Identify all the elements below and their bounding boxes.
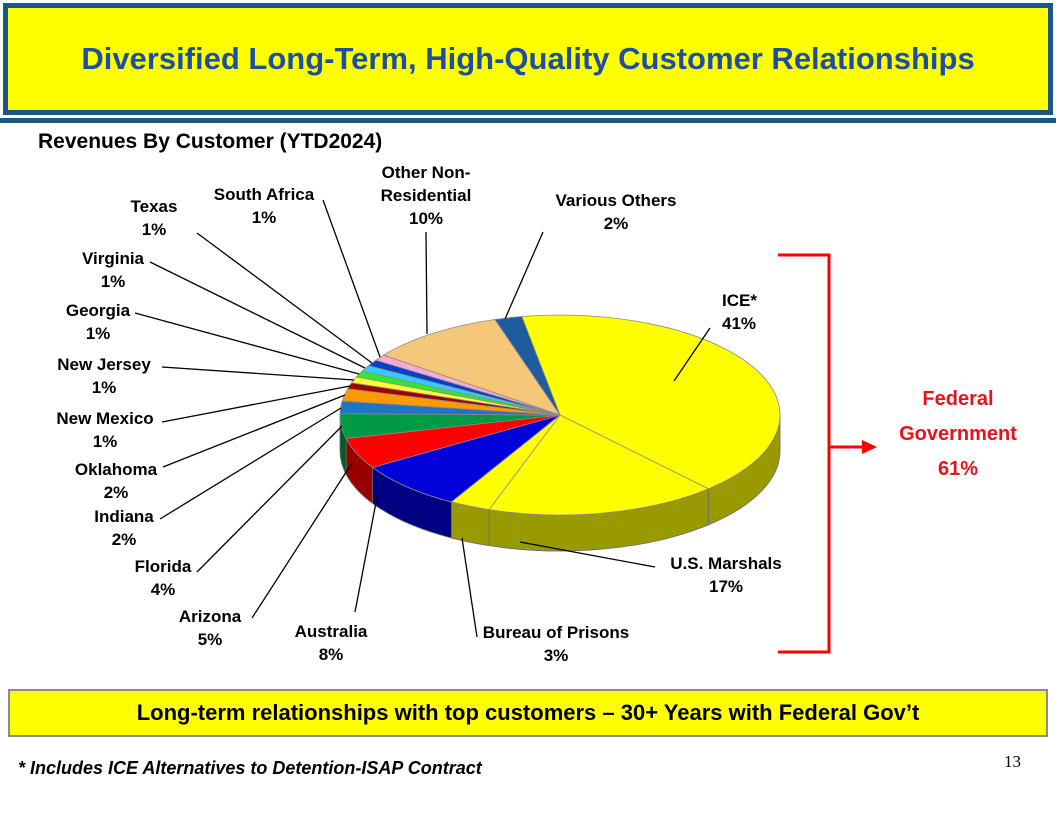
pie-label-ice: ICE* 41% — [722, 289, 757, 335]
pie-label-name: Oklahoma — [74, 460, 158, 479]
pie-label-name: Other Non-Residential — [380, 163, 472, 205]
pie-label-name: Indiana — [94, 507, 154, 526]
pie-label-name: Georgia — [65, 301, 131, 320]
pie-label-pct: 2% — [103, 483, 129, 502]
pie-slice-ice — [521, 314, 781, 490]
leader-line — [161, 385, 351, 423]
leader-line — [519, 541, 656, 568]
pie-label-name: Australia — [294, 622, 368, 641]
leader-line — [134, 312, 360, 375]
pie-label-pct: 2% — [603, 214, 629, 233]
bottom-banner-text: Long-term relationships with top custome… — [136, 700, 920, 725]
pie-label-name: Texas — [130, 197, 178, 216]
pie-label-name: Various Others — [555, 191, 677, 210]
leader-line — [196, 232, 373, 364]
pie-label-oklahoma: Oklahoma 2% — [75, 458, 157, 504]
pie-slice-u-s-marshals — [488, 414, 710, 516]
pie-label-indiana: Indiana 2% — [94, 505, 154, 551]
leader-line — [504, 231, 544, 320]
pie-label-georgia: Georgia 1% — [66, 299, 130, 345]
pie-label-pct: 1% — [141, 220, 167, 239]
pie-label-south-africa: South Africa 1% — [214, 183, 314, 229]
pie-label-name: South Africa — [213, 185, 315, 204]
page-number: 13 — [1004, 752, 1021, 771]
pie-slice-australia — [371, 414, 561, 503]
pie-label-name: New Jersey — [57, 355, 151, 374]
pie-label-pct: 4% — [150, 580, 176, 599]
leader-line — [149, 261, 366, 369]
pie-label-pct: 17% — [708, 577, 744, 596]
leader-line — [161, 366, 355, 381]
pie-label-pct: 1% — [92, 432, 118, 451]
pie-label-pct: 5% — [197, 630, 223, 649]
bottom-banner: Long-term relationships with top custome… — [8, 689, 1048, 737]
federal-government-annotation: Federal Government 61% — [899, 382, 1017, 487]
leader-line — [196, 425, 343, 573]
pie-label-us-marshals: U.S. Marshals 17% — [670, 552, 782, 598]
pie-slice-other-non-residential — [382, 319, 562, 416]
pie-label-name: Virginia — [81, 249, 145, 268]
pie-label-name: New Mexico — [56, 409, 154, 428]
pie-label-pct: 1% — [100, 272, 126, 291]
annotation-line: Government — [899, 423, 1017, 445]
leader-line — [322, 199, 381, 358]
pie-label-bureau-of-prisons: Bureau of Prisons 3% — [483, 621, 629, 667]
pie-label-pct: 8% — [318, 645, 344, 664]
leader-line — [425, 231, 428, 335]
pie-label-name: Florida — [134, 557, 192, 576]
footnote: * Includes ICE Alternatives to Detention… — [18, 758, 482, 778]
title-divider-rule — [0, 118, 1056, 123]
pie-label-name: Bureau of Prisons — [482, 623, 630, 642]
pie-label-australia: Australia 8% — [295, 620, 368, 666]
leader-line — [354, 491, 379, 613]
pie-label-florida: Florida 4% — [135, 555, 192, 601]
pie-label-pct: 3% — [543, 646, 569, 665]
pie-label-name: Arizona — [178, 607, 242, 626]
pie-label-pct: 1% — [91, 378, 117, 397]
bracket-arrowhead-icon — [862, 440, 877, 454]
pie-slice-various-others — [494, 316, 561, 416]
leader-line — [251, 462, 353, 619]
title-banner: Diversified Long-Term, High-Quality Cust… — [3, 3, 1053, 115]
pie-label-pct: 1% — [85, 324, 111, 343]
leader-line — [673, 327, 711, 382]
pie-label-pct: 41% — [722, 314, 757, 333]
pie-label-new-jersey: New Jersey 1% — [57, 353, 151, 399]
federal-government-bracket — [778, 253, 831, 654]
pie-label-arizona: Arizona 5% — [179, 605, 241, 651]
pie-label-name: ICE* — [722, 291, 757, 310]
pie-label-pct: 1% — [251, 208, 277, 227]
pie-label-name: U.S. Marshals — [670, 554, 782, 573]
annotation-line: 61% — [937, 458, 979, 480]
pie-label-pct: 10% — [408, 209, 444, 228]
pie-label-other-non-residential: Other Non-Residential 10% — [365, 161, 487, 230]
pie-label-pct: 2% — [111, 530, 137, 549]
chart-title: Revenues By Customer (YTD2024) — [38, 130, 383, 153]
pie-label-new-mexico: New Mexico 1% — [56, 407, 153, 453]
leader-line — [461, 537, 478, 638]
slide-title: Diversified Long-Term, High-Quality Cust… — [81, 41, 975, 76]
leader-line — [159, 407, 342, 520]
pie-label-virginia: Virginia 1% — [82, 247, 144, 293]
pie-label-texas: Texas 1% — [131, 195, 178, 241]
leader-line — [162, 394, 346, 468]
annotation-line: Federal — [922, 388, 994, 410]
pie-label-various-others: Various Others 2% — [556, 189, 677, 235]
